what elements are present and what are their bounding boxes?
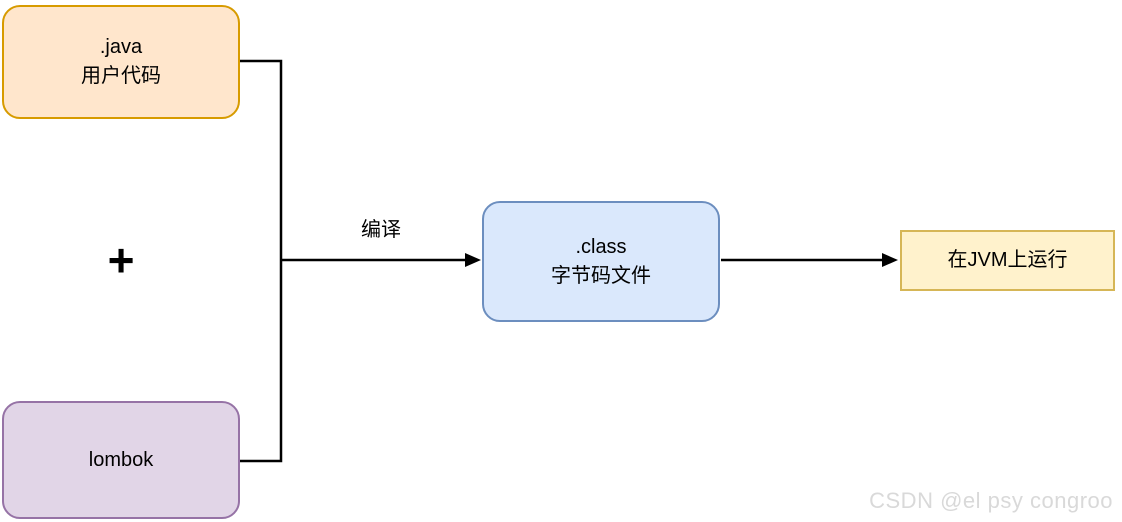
node-lombok-label: lombok [88,448,154,471]
node-java-source-line2: 用户代码 [81,65,161,87]
watermark: CSDN @el psy congroo [869,488,1113,513]
node-class-file-line1: .class [575,235,627,258]
node-jvm-run: 在JVM上运行 [900,230,1115,291]
run-arrow [721,253,898,267]
compile-edge-label: 编译 [361,219,401,241]
run-arrowhead-icon [882,253,898,267]
node-class-file: .class 字节码文件 [482,201,720,322]
node-class-file-line2: 字节码文件 [551,264,651,287]
node-java-source: .java 用户代码 [2,5,240,119]
node-java-source-line1: .java [99,36,143,58]
compile-arrowhead-icon [465,253,481,267]
plus-operator: + [107,234,135,286]
node-lombok: lombok [2,401,240,519]
compile-arrow [281,253,481,267]
bracket-connector [240,59,283,463]
node-jvm-run-label: 在JVM上运行 [947,249,1068,271]
